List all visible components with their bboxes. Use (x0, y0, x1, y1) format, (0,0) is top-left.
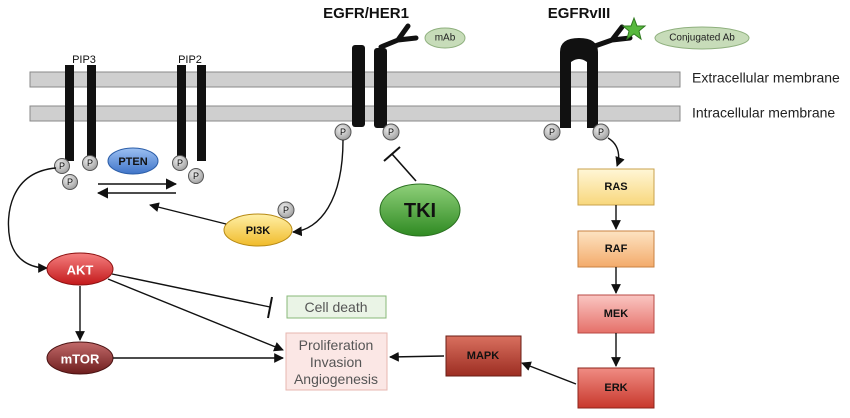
raf-node: RAF (577, 230, 655, 268)
svg-text:ERK: ERK (604, 382, 627, 394)
svg-text:P: P (549, 127, 555, 137)
svg-text:P: P (59, 161, 65, 171)
akt-inhibits-cell-death-line (111, 273, 271, 308)
erk-to-mapk-arrow (521, 361, 577, 385)
pten-node: PTEN (107, 147, 159, 175)
pip2-bar-right (197, 65, 206, 161)
svg-text:Cell death: Cell death (304, 299, 367, 315)
tki-inhibition-line (391, 153, 417, 182)
erk-node: ERK (577, 367, 655, 409)
intracellular-membrane-label: Intracellular membrane (692, 105, 835, 121)
cell-death-box: Cell death (286, 295, 387, 319)
svg-text:P: P (177, 158, 183, 168)
svg-text:P: P (340, 127, 346, 137)
svg-text:TKI: TKI (404, 200, 436, 222)
svg-text:MAPK: MAPK (467, 350, 499, 362)
proliferation-box: Proliferation Invasion Angiogenesis (285, 332, 388, 391)
extracellular-membrane-label: Extracellular membrane (692, 70, 840, 86)
mab-bubble: mAb (424, 27, 466, 49)
svg-text:mTOR: mTOR (61, 352, 100, 367)
star-icon (621, 16, 647, 41)
egfr-monomer-right (374, 48, 387, 128)
svg-text:P: P (283, 205, 289, 215)
egfrviii-phospho-left: P (543, 123, 561, 141)
conjugated-ab-bubble: Conjugated Ab (654, 26, 750, 50)
akt-to-proliferation-arrow (107, 278, 284, 352)
egfr-label: EGFR/HER1 (323, 5, 409, 22)
akt-node: AKT (46, 252, 114, 286)
ras-node: RAS (577, 168, 655, 206)
conjugated-antibody-icon (592, 24, 633, 49)
mek-node: MEK (577, 294, 655, 334)
egfr-phospho-right: P (382, 123, 400, 141)
svg-text:P: P (67, 177, 73, 187)
svg-text:Conjugated Ab: Conjugated Ab (669, 33, 735, 44)
svg-text:PI3K: PI3K (246, 225, 271, 237)
pip3-phospho-2: P (62, 174, 78, 190)
tki-inhibition-bar (383, 146, 401, 162)
proliferation-label: Proliferation (299, 337, 374, 353)
pip3-bar-right (87, 65, 96, 161)
egfr-monomer-left (352, 45, 365, 127)
pip3-bar-left (65, 65, 74, 161)
svg-text:P: P (87, 158, 93, 168)
svg-text:P: P (193, 171, 199, 181)
svg-text:P: P (388, 127, 394, 137)
svg-text:RAF: RAF (605, 243, 628, 255)
tki-node: TKI (379, 183, 461, 237)
svg-text:RAS: RAS (604, 181, 627, 193)
pip3-label: PIP3 (72, 54, 96, 66)
mab-antibody-icon (378, 23, 419, 50)
svg-text:AKT: AKT (67, 263, 94, 278)
mapk-to-proliferation-arrow (389, 351, 445, 362)
mtor-node: mTOR (46, 341, 114, 375)
svg-text:mAb: mAb (435, 33, 456, 44)
pip2-bar-left (177, 65, 186, 161)
egfrviii-to-ras-arrow (607, 137, 625, 167)
pi3k-node: PI3K (223, 213, 293, 247)
invasion-label: Invasion (310, 354, 362, 370)
pip2-phospho-1: P (172, 155, 188, 171)
pip3-phospho-3: P (82, 155, 98, 171)
egfrviii-mid-gap (575, 62, 583, 68)
mapk-node: MAPK (445, 335, 522, 377)
pip2-label: PIP2 (178, 54, 202, 66)
egfr-to-pi3k-arrow (292, 139, 344, 237)
pi3k-to-pip-arrow (149, 202, 227, 225)
angiogenesis-label: Angiogenesis (294, 371, 378, 387)
egfrviii-phospho-right: P (592, 123, 610, 141)
pi3k-phospho: P (277, 201, 295, 219)
pip3-to-akt-arrow (7, 167, 57, 273)
svg-text:PTEN: PTEN (118, 156, 147, 168)
pip3-phospho-1: P (54, 158, 70, 174)
egfrviii-label: EGFRvIII (548, 5, 611, 22)
svg-text:P: P (598, 127, 604, 137)
svg-text:MEK: MEK (604, 308, 629, 320)
egfrviii-receptor (560, 38, 598, 128)
pip2-phospho-2: P (188, 168, 204, 184)
akt-inhibits-cell-death-bar (267, 296, 273, 319)
egfr-phospho-left: P (334, 123, 352, 141)
